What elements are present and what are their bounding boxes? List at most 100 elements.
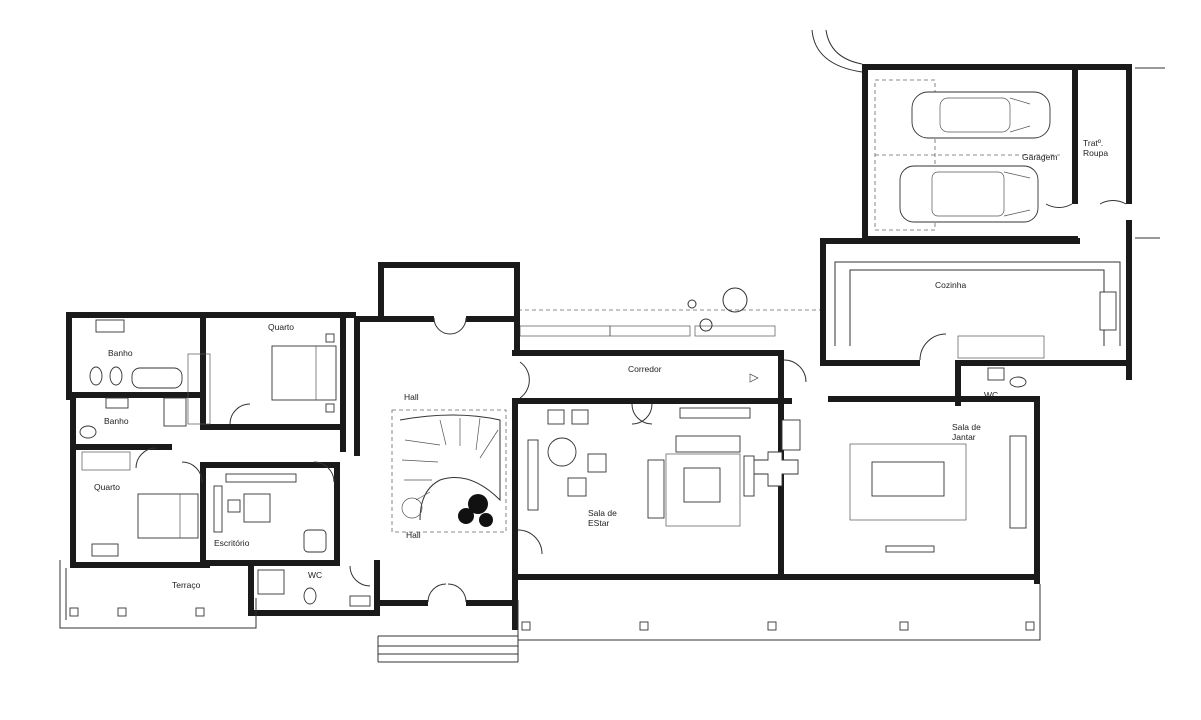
living-room: Sala de EStar (512, 403, 784, 580)
corridor-wall-top (512, 350, 784, 356)
office-wall-bottom (206, 560, 340, 566)
bathtub (131, 367, 183, 389)
living-console (527, 439, 539, 511)
side-table (743, 455, 755, 497)
banho2-toilet (79, 425, 97, 439)
dining-room: Sala de Jantar (751, 396, 1040, 584)
door-arc-laundry (1045, 203, 1073, 208)
fireplace (751, 451, 799, 487)
hall-wall-bottom-right (466, 600, 518, 606)
laundry-wall-right (1126, 64, 1132, 204)
bedroom-wing: Quarto Banho Banho Quarto Escritório (66, 312, 380, 616)
banho-basin (95, 319, 125, 333)
wc-kitchen-basin (987, 367, 1005, 381)
hall-wall-left (354, 316, 360, 456)
quarto-wall-left (200, 312, 206, 424)
door-arc-office (313, 461, 335, 483)
living-wall-left (512, 404, 518, 580)
office-armchair (303, 529, 327, 553)
entrance-steps (377, 635, 519, 663)
door-arc-hall-bottom-1 (427, 583, 447, 603)
label-trat-roupa-1: Tratº. (1083, 138, 1103, 148)
front-column-2 (639, 621, 649, 631)
office-wall-left (200, 462, 206, 568)
garage-wall-top (862, 64, 1132, 70)
kitchen-counter-inner (849, 269, 1105, 346)
sofa-side (647, 459, 665, 519)
chair-2 (571, 409, 589, 425)
office-wall-top (200, 462, 340, 468)
door-arc-hall-top-2 (449, 317, 467, 335)
kitchen-counter (834, 261, 1121, 346)
sofa-top (675, 435, 741, 453)
quarto-wall-right (340, 312, 346, 452)
driveway-curve-inner (825, 29, 863, 65)
corridor-wall-end (778, 350, 784, 398)
bed-top (271, 345, 337, 401)
palm-plant (458, 494, 493, 527)
banho-bidet (109, 366, 123, 386)
label-sala-estar-2: EStar (588, 518, 609, 528)
wing-wall-bottom (70, 562, 210, 568)
office-desk (243, 493, 271, 523)
door-arc-wc (349, 565, 371, 587)
label-quarto-left: Quarto (94, 482, 120, 492)
kitchen-sink (1099, 291, 1117, 331)
label-trat-roupa-2: Roupa (1083, 148, 1108, 158)
banho-toilet (89, 366, 103, 386)
shower (163, 397, 187, 427)
front-terrace-outline (517, 584, 1041, 641)
car-bottom (899, 165, 1039, 223)
banho-bottom (72, 444, 172, 450)
hall-wall-bottom-right-2 (512, 560, 518, 630)
door-arc-hall-top-1 (433, 317, 451, 335)
terrace-outline (59, 560, 257, 629)
door-arc-hall-bottom-2 (447, 583, 467, 603)
label-escritorio: Escritório (214, 538, 250, 548)
label-banho-top: Banho (108, 348, 133, 358)
label-hall-top: Hall (404, 392, 419, 402)
stair-treads-2 (439, 417, 499, 459)
garage-wall-mid (1072, 64, 1078, 204)
label-wc-bottom: WC (308, 570, 322, 580)
wc-bottom-wall-left (248, 566, 254, 616)
dining-cabinet (781, 419, 801, 451)
stair-treads (401, 439, 441, 501)
terrace-column-1 (69, 607, 79, 617)
dining-rug (849, 443, 967, 521)
bookshelf (213, 485, 223, 533)
label-quarto-top: Quarto (268, 322, 294, 332)
kitchen: Cozinha WC (820, 220, 1132, 406)
car-top (911, 91, 1051, 139)
wc-shower (257, 569, 285, 595)
corridor-arrow (749, 373, 759, 383)
kitchen-wall-right (1126, 220, 1132, 380)
wing-wall-left (70, 396, 76, 568)
wing-wall-left-top (66, 312, 72, 400)
hall-wall-bottom-left (380, 600, 428, 606)
corridor-wall-bottom (512, 398, 792, 404)
hall: Hall Hall (354, 262, 543, 630)
garage-wall-left (862, 64, 868, 240)
nightstand-2 (325, 403, 335, 413)
living-wall-bottom (512, 574, 784, 580)
armchair-1 (587, 453, 607, 473)
driveway-curve (811, 29, 863, 73)
label-terraco: Terraço (172, 580, 201, 590)
wc-basin (349, 595, 371, 607)
stair-well (391, 409, 507, 533)
kitchen-wall-left (820, 238, 826, 362)
dining-wall-left (778, 404, 784, 580)
stair-newel (401, 497, 423, 519)
dining-wall-top (828, 396, 1040, 402)
terrace-column-3 (195, 607, 205, 617)
shrub-3 (687, 299, 697, 309)
door-arc-banho (135, 447, 157, 469)
corridor: Corredor (512, 287, 1040, 404)
door-arc-corridor-2 (783, 359, 807, 383)
front-column-5 (1025, 621, 1035, 631)
wc-bottom-wall-right (374, 560, 380, 616)
dining-wall-bottom (778, 574, 1040, 580)
sideboard (1009, 435, 1027, 529)
